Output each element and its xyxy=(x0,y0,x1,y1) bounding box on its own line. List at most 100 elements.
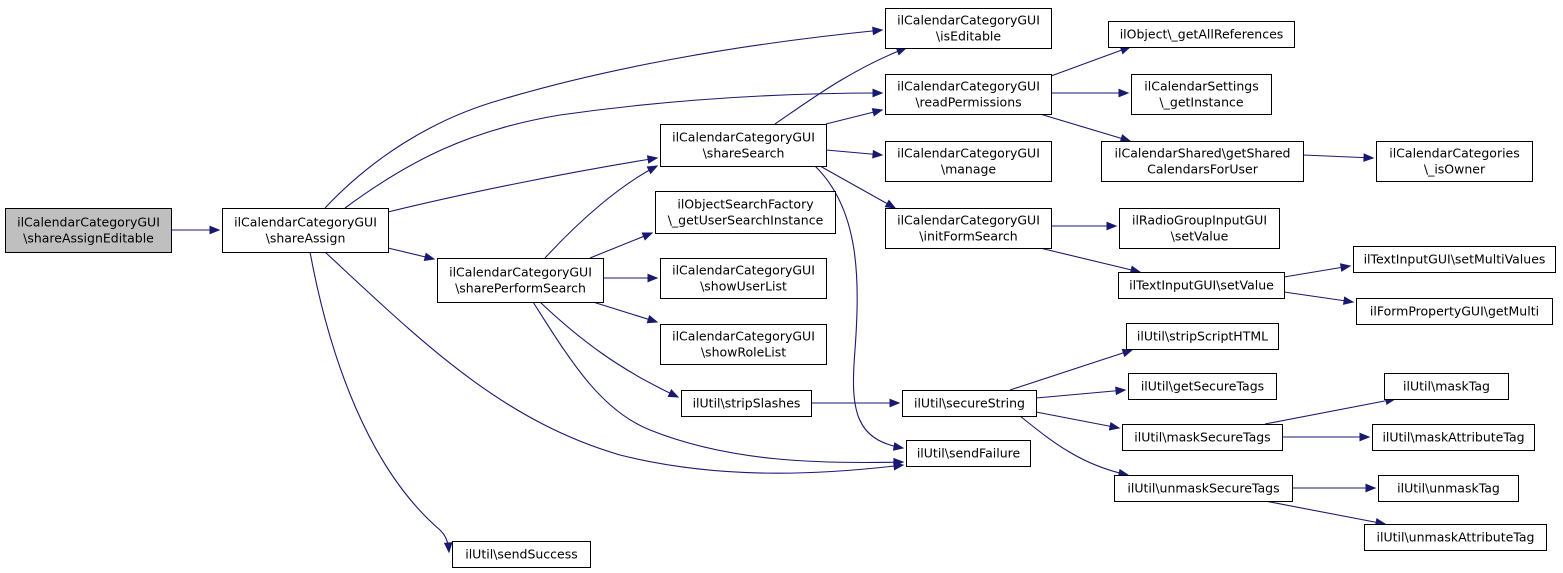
node-stripSlashes[interactable]: ilUtil\stripSlashes xyxy=(681,390,812,417)
edge-line xyxy=(814,165,904,449)
node-sendSuccess[interactable]: ilUtil\sendSuccess xyxy=(452,541,591,568)
edge-line xyxy=(592,301,658,323)
node-box[interactable] xyxy=(1376,141,1533,182)
node-label: ilUtil\stripScriptHTML xyxy=(1137,329,1268,344)
node-secureString[interactable]: ilUtil\secureString xyxy=(902,390,1037,417)
node-getAllReferences[interactable]: ilObject\_getAllReferences xyxy=(1108,21,1295,48)
node-root[interactable]: ilCalendarCategoryGUI\shareAssignEditabl… xyxy=(5,208,172,253)
node-label: ilCalendarCategoryGUI xyxy=(897,13,1040,28)
node-showRoleList[interactable]: ilCalendarCategoryGUI\showRoleList xyxy=(660,324,827,365)
node-calSettings[interactable]: ilCalendarSettings\_getInstance xyxy=(1131,74,1272,115)
edge-readPermissions-to-getAllReferences xyxy=(1050,46,1132,77)
node-box[interactable] xyxy=(1122,424,1283,451)
node-box[interactable] xyxy=(885,208,1052,249)
node-box[interactable] xyxy=(1126,323,1279,350)
node-shareSearch[interactable]: ilCalendarCategoryGUI\shareSearch xyxy=(660,124,827,167)
edge-sharePerformSearch-to-showUserList xyxy=(603,273,659,283)
node-box[interactable] xyxy=(1384,373,1509,400)
arrow-head xyxy=(872,149,884,159)
node-box[interactable] xyxy=(1114,475,1293,502)
edge-initFormSearch-to-textSetValue xyxy=(1039,247,1142,275)
node-label: ilCalendarShared\getShared xyxy=(1115,146,1291,161)
arrow-head xyxy=(1115,386,1127,396)
node-box[interactable] xyxy=(5,208,172,253)
edge-textSetValue-to-setMultiValues xyxy=(1283,263,1352,278)
node-box[interactable] xyxy=(1356,298,1553,325)
edge-shareSearch-to-isEditable xyxy=(774,47,908,125)
edge-calShared-to-isOwner xyxy=(1302,153,1375,162)
edge-maskSecureTags-to-maskTag xyxy=(1264,396,1397,425)
node-box[interactable] xyxy=(660,258,827,299)
edge-line xyxy=(1039,113,1131,142)
node-box[interactable] xyxy=(1108,21,1295,48)
node-setMultiValues[interactable]: ilTextInputGUI\setMultiValues xyxy=(1353,246,1556,273)
edge-maskSecureTags-to-maskAttributeTag xyxy=(1282,432,1371,442)
node-box[interactable] xyxy=(1119,208,1280,249)
edge-line xyxy=(532,301,904,464)
node-calShared[interactable]: ilCalendarShared\getSharedCalendarsForUs… xyxy=(1101,141,1304,182)
node-maskTag[interactable]: ilUtil\maskTag xyxy=(1384,373,1509,400)
edge-stripSlashes-to-secureString xyxy=(811,398,901,408)
node-label: ilCalendarCategoryGUI xyxy=(17,215,160,230)
edge-line xyxy=(344,92,883,209)
node-showUserList[interactable]: ilCalendarCategoryGUI\showUserList xyxy=(660,258,827,299)
arrow-head xyxy=(1342,296,1355,305)
node-box[interactable] xyxy=(452,541,591,568)
node-box[interactable] xyxy=(1128,373,1277,400)
arrow-head xyxy=(443,542,453,554)
node-manage[interactable]: ilCalendarCategoryGUI\manage xyxy=(885,141,1052,182)
node-box[interactable] xyxy=(1372,424,1535,451)
node-box[interactable] xyxy=(1378,475,1519,502)
node-maskAttributeTag[interactable]: ilUtil\maskAttributeTag xyxy=(1372,424,1535,451)
edge-secureString-to-maskSecureTags xyxy=(1035,411,1121,431)
node-sharePerformSearch[interactable]: ilCalendarCategoryGUI\sharePerformSearch xyxy=(437,258,604,303)
node-sendFailure[interactable]: ilUtil\sendFailure xyxy=(906,440,1031,467)
node-box[interactable] xyxy=(437,258,604,303)
node-unmaskSecureTags[interactable]: ilUtil\unmaskSecureTags xyxy=(1114,475,1293,502)
node-box[interactable] xyxy=(655,191,836,234)
node-getUserSearchInstance[interactable]: ilObjectSearchFactory\_getUserSearchInst… xyxy=(655,191,836,234)
node-box[interactable] xyxy=(885,74,1052,115)
edge-line xyxy=(309,251,450,553)
node-maskSecureTags[interactable]: ilUtil\maskSecureTags xyxy=(1122,424,1283,451)
node-box[interactable] xyxy=(1364,524,1547,551)
node-box[interactable] xyxy=(885,141,1052,182)
node-label: \shareSearch xyxy=(703,146,785,161)
node-box[interactable] xyxy=(660,324,827,365)
node-label: ilUtil\maskAttributeTag xyxy=(1382,430,1524,445)
node-box[interactable] xyxy=(902,390,1037,417)
node-label: ilCalendarCategories xyxy=(1389,146,1520,161)
node-box[interactable] xyxy=(1131,74,1272,115)
node-label: ilUtil\getSecureTags xyxy=(1141,379,1264,394)
edge-line xyxy=(324,29,883,209)
node-label: \shareAssignEditable xyxy=(23,231,154,246)
node-label: \isEditable xyxy=(936,29,1001,44)
arrow-head xyxy=(423,252,436,262)
node-isOwner[interactable]: ilCalendarCategories\_isOwner xyxy=(1376,141,1533,182)
node-box[interactable] xyxy=(1353,246,1556,273)
node-label: ilCalendarCategoryGUI xyxy=(234,215,377,230)
node-unmaskAttributeTag[interactable]: ilUtil\unmaskAttributeTag xyxy=(1364,524,1547,551)
node-box[interactable] xyxy=(1118,272,1285,299)
edge-textSetValue-to-getMulti xyxy=(1283,291,1355,305)
node-isEditable[interactable]: ilCalendarCategoryGUI\isEditable xyxy=(885,8,1052,49)
node-stripScriptHTML[interactable]: ilUtil\stripScriptHTML xyxy=(1126,323,1279,350)
node-getMulti[interactable]: ilFormPropertyGUI\getMulti xyxy=(1356,298,1553,325)
node-box[interactable] xyxy=(681,390,812,417)
node-box[interactable] xyxy=(1101,141,1304,182)
edge-line xyxy=(387,157,658,213)
node-initFormSearch[interactable]: ilCalendarCategoryGUI\initFormSearch xyxy=(885,208,1052,249)
edge-shareAssign-to-sharePerformSearch xyxy=(387,247,436,262)
node-unmaskTag[interactable]: ilUtil\unmaskTag xyxy=(1378,475,1519,502)
node-textSetValue[interactable]: ilTextInputGUI\setValue xyxy=(1118,272,1285,299)
node-readPermissions[interactable]: ilCalendarCategoryGUI\readPermissions xyxy=(885,74,1052,115)
node-box[interactable] xyxy=(906,440,1031,467)
node-box[interactable] xyxy=(222,208,389,253)
node-radioSetValue[interactable]: ilRadioGroupInputGUI\setValue xyxy=(1119,208,1280,249)
edge-shareAssign-to-isEditable xyxy=(324,26,884,209)
node-box[interactable] xyxy=(885,8,1052,49)
node-box[interactable] xyxy=(660,124,827,167)
node-getSecureTags[interactable]: ilUtil\getSecureTags xyxy=(1128,373,1277,400)
node-shareAssign[interactable]: ilCalendarCategoryGUI\shareAssign xyxy=(222,208,389,253)
